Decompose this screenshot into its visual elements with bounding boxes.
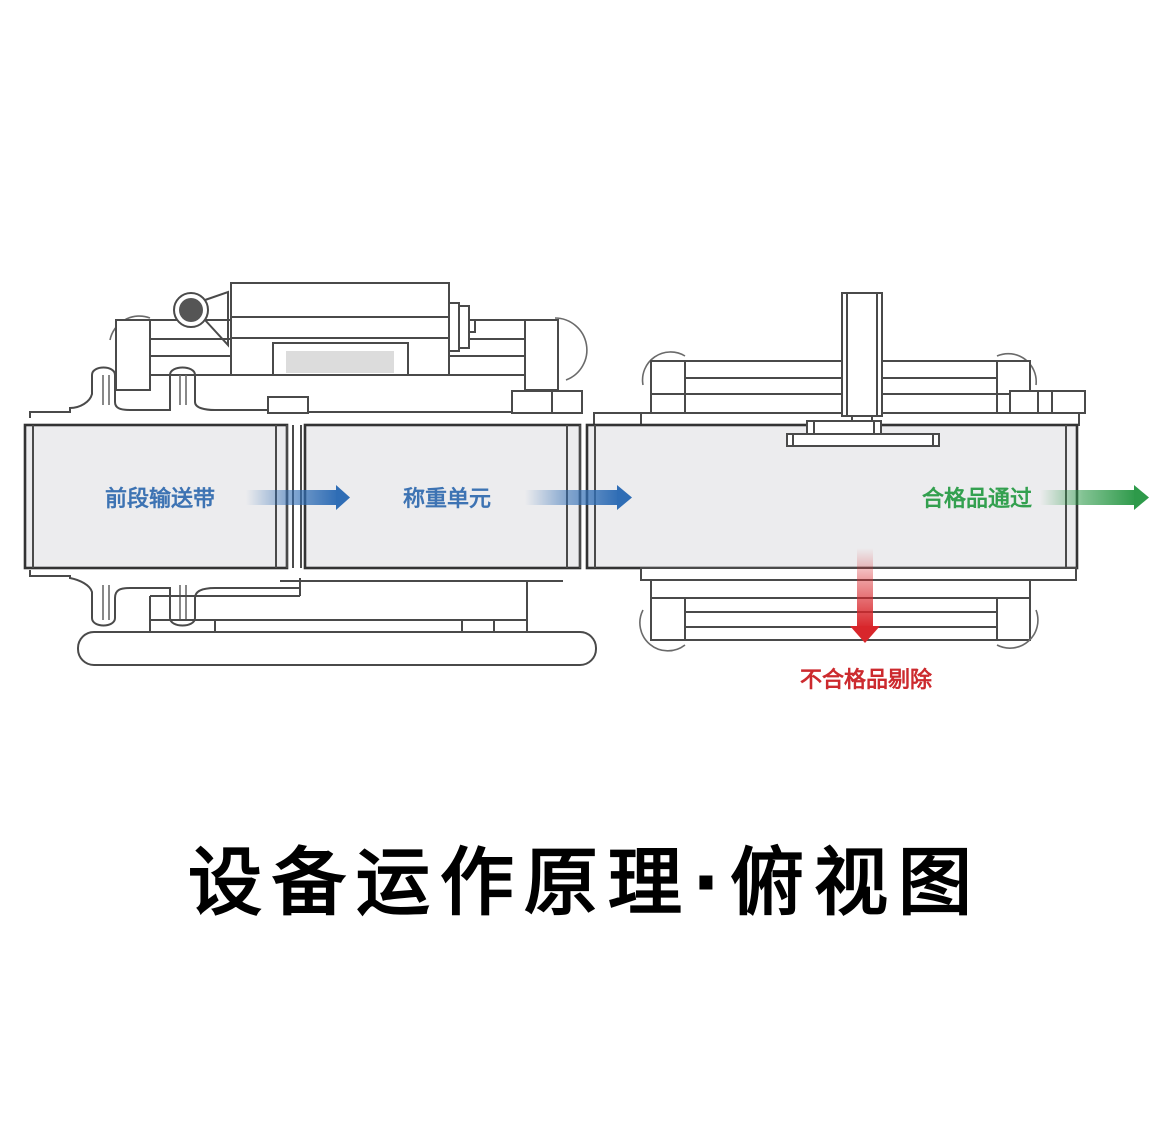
reject-arrow-icon	[850, 548, 880, 643]
reject-label: 不合格品剔除	[800, 667, 933, 693]
flow-arrow-2-icon	[525, 485, 632, 510]
left-machine-frame	[23, 282, 597, 666]
diagram-title: 设备运作原理·俯视图	[187, 840, 983, 926]
machine-top-view-diagram: 前段输送带 称重单元 合格品通过 不合格品剔除	[23, 282, 1149, 693]
weighing-unit-label: 称重单元	[403, 486, 491, 512]
flow-arrow-1-icon	[246, 485, 350, 510]
pass-arrow-icon	[1040, 485, 1149, 510]
front-conveyor-label: 前段输送带	[105, 486, 215, 512]
right-machine-frame	[585, 292, 1086, 652]
motor-icon	[173, 290, 229, 348]
pass-label: 合格品通过	[922, 486, 1032, 512]
